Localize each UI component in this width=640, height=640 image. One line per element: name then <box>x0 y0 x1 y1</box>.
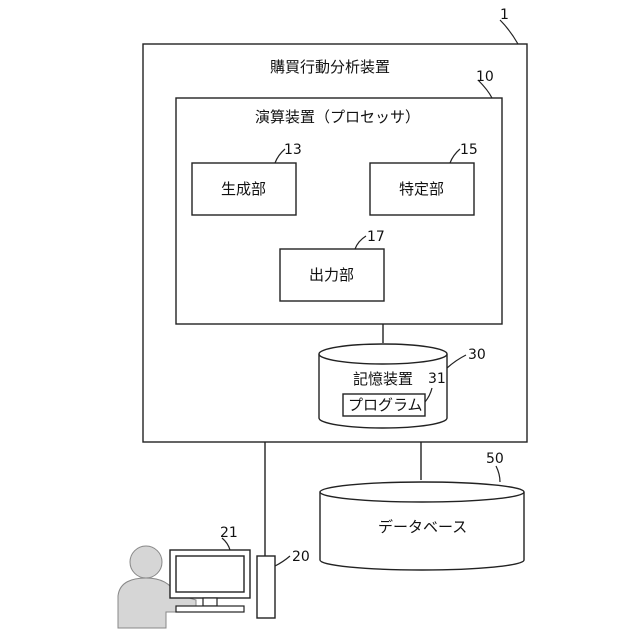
device-title: 購買行動分析装置 <box>270 60 390 75</box>
output-label: 出力部 <box>309 268 354 283</box>
generation-label: 生成部 <box>221 182 266 197</box>
terminal-ref-leader <box>275 556 290 566</box>
database-cylinder-top <box>320 482 524 502</box>
processor-title: 演算装置（プロセッサ） <box>255 110 420 125</box>
terminal-tower <box>257 556 275 618</box>
specification-ref-leader <box>450 149 460 163</box>
terminal-ref: 20 <box>292 550 310 564</box>
program-label: プログラム <box>348 398 423 413</box>
processor-ref: 10 <box>476 70 494 84</box>
device-ref: 1 <box>500 8 509 22</box>
storage-ref: 30 <box>468 348 486 362</box>
processor-box <box>176 98 502 324</box>
device-ref-leader <box>500 20 518 44</box>
specification-label: 特定部 <box>399 182 444 197</box>
output-ref: 17 <box>367 230 385 244</box>
storage-title: 記憶装置 <box>353 372 413 387</box>
database-ref: 50 <box>486 452 504 466</box>
storage-cylinder-top <box>319 344 447 364</box>
program-ref: 31 <box>428 372 446 386</box>
storage-cylinder-body <box>319 354 447 428</box>
specification-ref: 15 <box>460 143 478 157</box>
output-ref-leader <box>355 236 366 249</box>
monitor-ref: 21 <box>220 526 238 540</box>
database-label: データベース <box>378 520 467 535</box>
database-ref-leader <box>496 466 500 482</box>
generation-ref: 13 <box>284 143 302 157</box>
storage-ref-leader <box>447 355 466 368</box>
